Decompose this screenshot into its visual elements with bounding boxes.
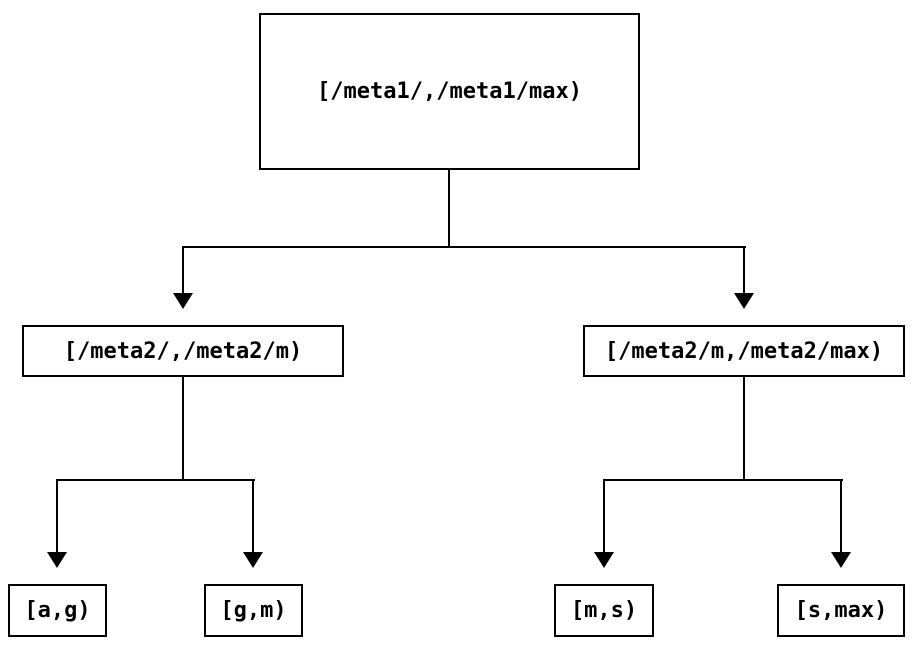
node-root-label: [/meta1/,/meta1/max) (317, 79, 582, 104)
arrowhead-leaf-a-g-icon (47, 552, 67, 568)
connector-meta2-low-to-leaf-a-g (56, 479, 58, 552)
connector-root-to-meta2-high (743, 246, 745, 293)
arrowhead-leaf-g-m-icon (243, 552, 263, 568)
connector-meta2-high-stem (743, 377, 745, 480)
connector-meta2-low-to-leaf-g-m (252, 479, 254, 552)
arrowhead-leaf-s-max-icon (831, 552, 851, 568)
node-leaf-s-max-label: [s,max) (794, 598, 888, 623)
connector-meta2-high-to-leaf-m-s (603, 479, 605, 552)
arrowhead-leaf-m-s-icon (594, 552, 614, 568)
connector-meta2-low-stem (182, 377, 184, 480)
connector-meta2-high-to-leaf-s-max (840, 479, 842, 552)
connector-left-leaves-crossbar (56, 479, 255, 481)
node-meta2-low-label: [/meta2/,/meta2/m) (63, 338, 303, 364)
arrowhead-meta2-low-icon (173, 293, 193, 309)
node-leaf-s-max: [s,max) (777, 584, 905, 637)
arrowhead-meta2-high-icon (734, 293, 754, 309)
node-meta2-high: [/meta2/m,/meta2/max) (583, 325, 905, 377)
node-meta2-low: [/meta2/,/meta2/m) (22, 325, 344, 377)
connector-root-to-meta2-low (182, 246, 184, 293)
node-leaf-g-m: [g,m) (204, 584, 303, 637)
node-leaf-a-g: [a,g) (8, 584, 107, 637)
node-leaf-m-s-label: [m,s) (570, 598, 638, 623)
node-leaf-g-m-label: [g,m) (220, 598, 287, 623)
node-root: [/meta1/,/meta1/max) (259, 13, 640, 170)
node-leaf-a-g-label: [a,g) (24, 598, 91, 623)
connector-level2-crossbar (182, 246, 746, 248)
connector-right-leaves-crossbar (603, 479, 843, 481)
node-meta2-high-label: [/meta2/m,/meta2/max) (604, 338, 884, 364)
node-leaf-m-s: [m,s) (554, 584, 654, 637)
connector-root-stem (448, 170, 450, 247)
